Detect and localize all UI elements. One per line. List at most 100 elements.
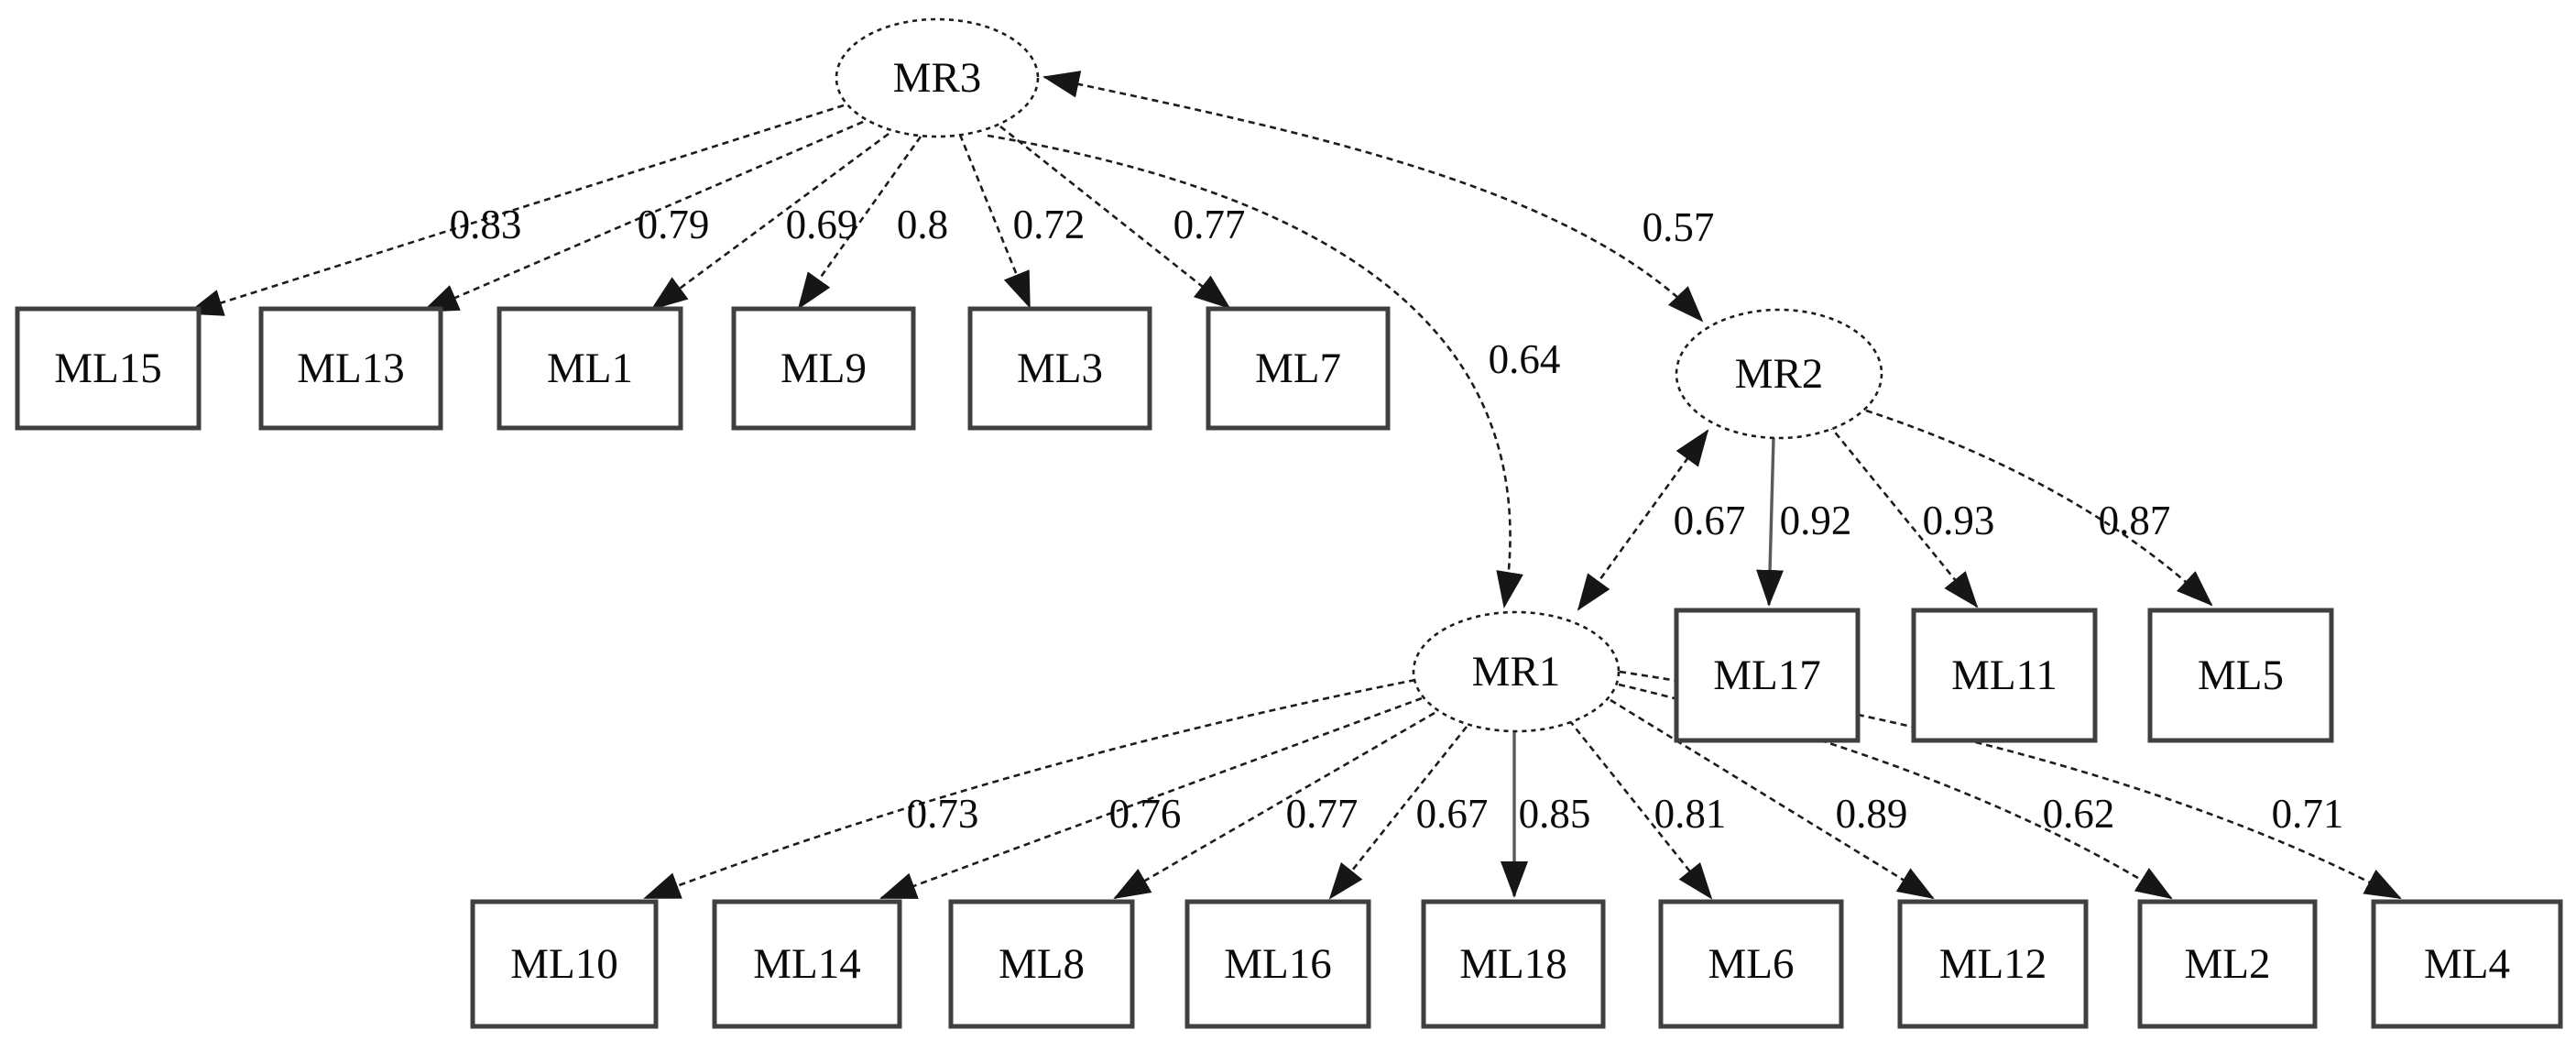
observed-variable-ML11: ML11 [1911,608,2098,743]
loading-value-MR3-ML15: 0.83 [450,202,522,247]
loading-value-MR1-ML4: 0.71 [2272,791,2344,837]
correlation-edge-MR3-MR2 [1042,71,1704,323]
variable-box-ML7 [1206,306,1391,431]
factor-ellipse-MR3 [835,17,1040,138]
loading-value-MR2-ML17: 0.92 [1780,498,1852,543]
loading-value-MR1-ML10: 0.73 [907,791,979,837]
latent-factor-MR1: MR1 [1412,610,1621,733]
loading-value-MR1-ML16: 0.67 [1416,791,1489,837]
node-label-ML11: ML11 [1951,652,2058,699]
node-label-ML14: ML14 [753,940,861,988]
factor-ellipse-MR1 [1412,610,1621,733]
loading-value-MR3-ML1: 0.69 [786,202,858,247]
edge-labels-layer: 0.83 0.79 0.69 0.8 0.72 0.77 0.57 0.64 0.67 0.92 0… [450,202,2344,837]
variable-box-ML17 [1674,608,1861,743]
observed-variable-ML12: ML12 [1897,899,2089,1029]
loading-edge-MR1-ML10 [643,678,1416,900]
variable-box-ML10 [470,899,659,1029]
observed-variable-ML9: ML9 [731,306,916,431]
variable-box-ML6 [1658,899,1844,1029]
observed-variable-ML14: ML14 [712,899,902,1029]
factor-ellipse-MR2 [1675,308,1883,440]
node-label-ML8: ML8 [999,940,1085,988]
variable-box-ML2 [2137,899,2318,1029]
node-label-ML15: ML15 [54,345,162,392]
node-label-ML3: ML3 [1017,345,1103,392]
loading-value-MR3-ML7: 0.77 [1173,202,1246,247]
observed-variable-ML16: ML16 [1184,899,1371,1029]
variable-box-ML5 [2147,608,2334,743]
variable-box-ML16 [1184,899,1371,1029]
observed-variable-ML2: ML2 [2137,899,2318,1029]
node-label-ML13: ML13 [297,345,405,392]
node-label-MR3: MR3 [893,54,982,102]
loading-edge-MR1-ML16 [1328,726,1468,900]
node-label-ML18: ML18 [1459,940,1567,988]
variable-box-ML4 [2371,899,2563,1029]
loading-value-MR3-ML13: 0.79 [638,202,710,247]
loading-edge-MR3-ML1 [650,132,890,311]
observed-variable-ML1: ML1 [497,306,683,431]
observed-variable-ML10: ML10 [470,899,659,1029]
loading-value-MR1-ML18: 0.85 [1519,791,1591,837]
node-label-MR2: MR2 [1735,350,1824,398]
correlation-value-MR3-MR2: 0.57 [1643,204,1715,250]
loading-edge-MR2-ML11 [1827,423,1979,608]
edges-layer [186,71,2402,900]
loading-value-MR3-ML3: 0.72 [1013,202,1086,247]
loading-edge-MR1-ML14 [879,696,1423,900]
loading-edge-MR3-ML3 [958,134,1031,309]
variable-box-ML13 [258,306,443,431]
variable-box-ML8 [948,899,1135,1029]
variable-box-ML11 [1911,608,2098,743]
observed-variable-ML18: ML18 [1421,899,1606,1029]
variable-box-ML9 [731,306,916,431]
loading-edge-MR1-ML2 [1618,683,2173,900]
loading-edge-MR1-ML4 [1619,670,2402,900]
variable-box-ML1 [497,306,683,431]
loading-edge-MR2-ML5 [1865,409,2213,607]
loading-edge-MR3-ML9 [797,136,922,310]
observed-variable-ML5: ML5 [2147,608,2334,743]
loading-edge-MR1-ML6 [1567,719,1713,900]
node-label-ML1: ML1 [547,345,633,392]
node-label-ML9: ML9 [780,345,867,392]
node-label-ML2: ML2 [2185,940,2271,988]
loading-value-MR1-ML2: 0.62 [2043,791,2115,837]
node-label-MR1: MR1 [1472,648,1561,696]
node-label-ML4: ML4 [2424,940,2510,988]
observed-variable-ML4: ML4 [2371,899,2563,1029]
loading-value-MR1-ML6: 0.81 [1654,791,1727,837]
loading-edge-MR1-ML8 [1113,711,1435,900]
node-label-ML17: ML17 [1713,652,1821,699]
node-label-ML6: ML6 [1708,940,1795,988]
correlation-edge-MR3-MR1 [987,134,1523,608]
variable-box-ML18 [1421,899,1606,1029]
node-label-ML5: ML5 [2198,652,2284,699]
variable-box-ML3 [967,306,1152,431]
loading-value-MR1-ML12: 0.89 [1836,791,1908,837]
correlation-value-MR2-MR1: 0.67 [1674,498,1746,543]
observed-variable-ML17: ML17 [1674,608,1861,743]
observed-variable-ML13: ML13 [258,306,443,431]
loading-edge-MR1-ML12 [1610,698,1935,900]
observed-variable-ML3: ML3 [967,306,1152,431]
loading-value-MR3-ML9: 0.8 [897,202,948,247]
loading-edge-MR3-ML13 [421,120,864,313]
correlation-edge-MR2-MR1 [1577,429,1709,611]
latent-factor-MR2: MR2 [1675,308,1883,440]
observed-variable-ML6: ML6 [1658,899,1844,1029]
node-label-ML10: ML10 [510,940,618,988]
node-label-ML16: ML16 [1224,940,1332,988]
loading-edge-MR3-ML15 [186,104,845,316]
loading-edge-MR2-ML17 [1756,437,1785,607]
latent-factor-MR3: MR3 [835,17,1040,138]
variable-box-ML12 [1897,899,2089,1029]
loading-value-MR1-ML14: 0.76 [1109,791,1182,837]
observed-variable-ML7: ML7 [1206,306,1391,431]
correlation-value-MR3-MR1: 0.64 [1489,336,1561,382]
observed-variable-ML8: ML8 [948,899,1135,1029]
